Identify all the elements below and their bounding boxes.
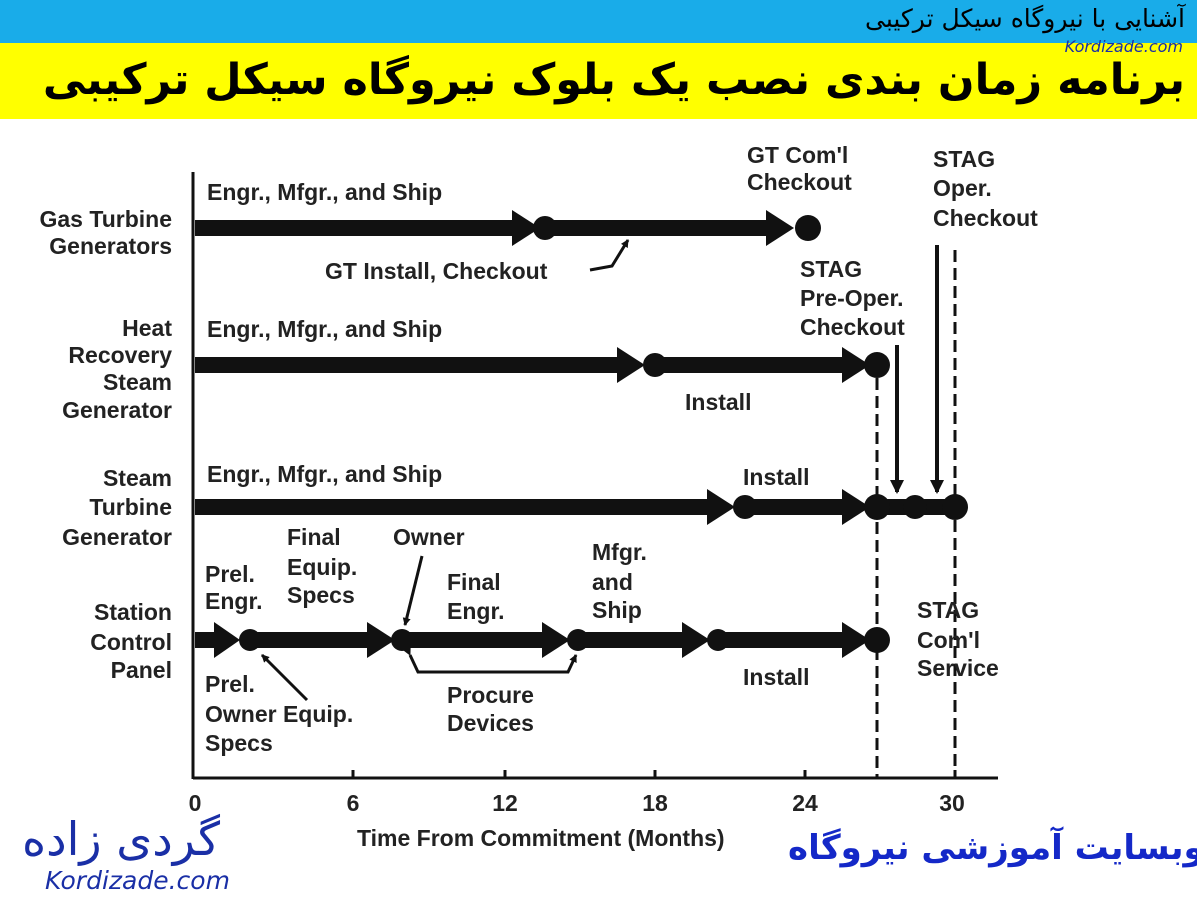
- svg-text:Recovery: Recovery: [68, 342, 172, 368]
- svg-text:Final: Final: [287, 524, 341, 550]
- svg-text:Steam: Steam: [103, 369, 172, 395]
- top-bar: آشنایی با نیروگاه سیکل ترکیبی: [0, 0, 1197, 43]
- svg-text:GT Install, Checkout: GT Install, Checkout: [325, 258, 548, 284]
- scp-bars: [195, 622, 890, 658]
- svg-text:Checkout: Checkout: [800, 314, 905, 340]
- svg-text:Engr., Mfgr., and Ship: Engr., Mfgr., and Ship: [207, 179, 442, 205]
- svg-text:Prel.: Prel.: [205, 671, 255, 697]
- logo-site: Kordizade.com: [45, 866, 230, 895]
- svg-text:0: 0: [189, 790, 202, 816]
- row-labels: Gas Turbine Generators Heat Recovery Ste…: [40, 206, 173, 683]
- svg-text:Checkout: Checkout: [747, 169, 852, 195]
- svg-text:Procure: Procure: [447, 682, 534, 708]
- svg-text:STAG: STAG: [917, 597, 979, 623]
- svg-text:12: 12: [492, 790, 518, 816]
- svg-text:Specs: Specs: [205, 730, 273, 756]
- svg-text:Generator: Generator: [62, 524, 172, 550]
- svg-text:Gas Turbine: Gas Turbine: [40, 206, 173, 232]
- svg-text:Station: Station: [94, 599, 172, 625]
- svg-text:Engr.: Engr.: [205, 588, 263, 614]
- svg-text:Owner Equip.: Owner Equip.: [205, 701, 353, 727]
- svg-text:6: 6: [347, 790, 360, 816]
- svg-text:Install: Install: [685, 389, 751, 415]
- svg-text:18: 18: [642, 790, 668, 816]
- svg-text:STAG: STAG: [800, 256, 862, 282]
- svg-text:Turbine: Turbine: [89, 494, 172, 520]
- svg-text:Engr.: Engr.: [447, 598, 505, 624]
- svg-text:GT Com'l: GT Com'l: [747, 142, 848, 168]
- title-bar: Kordizade.com برنامه زمان بندی نصب یک بل…: [0, 37, 1197, 119]
- svg-text:Prel.: Prel.: [205, 561, 255, 587]
- page-title: برنامه زمان بندی نصب یک بلوک نیروگاه سیک…: [42, 55, 1185, 105]
- x-tick-labels: 0 6 12 18 24 30: [189, 790, 965, 816]
- svg-text:and: and: [592, 569, 633, 595]
- svg-text:STAG: STAG: [933, 146, 995, 172]
- svg-text:Ship: Ship: [592, 597, 642, 623]
- svg-text:Pre-Oper.: Pre-Oper.: [800, 285, 904, 311]
- svg-text:Install: Install: [743, 464, 809, 490]
- hrsg-bars: [195, 347, 890, 383]
- svg-text:Mfgr.: Mfgr.: [592, 539, 647, 565]
- svg-text:24: 24: [792, 790, 818, 816]
- site-url: Kordizade.com: [1064, 37, 1183, 56]
- svg-text:Steam: Steam: [103, 465, 172, 491]
- svg-text:Control: Control: [90, 629, 172, 655]
- svg-text:Engr., Mfgr., and Ship: Engr., Mfgr., and Ship: [207, 461, 442, 487]
- activity-labels: Engr., Mfgr., and Ship Engr., Mfgr., and…: [205, 142, 1038, 756]
- svg-text:Oper.: Oper.: [933, 175, 992, 201]
- svg-text:Generator: Generator: [62, 397, 172, 423]
- prel-owner-leader: [260, 653, 309, 702]
- top-title: آشنایی با نیروگاه سیکل ترکیبی: [864, 4, 1185, 33]
- svg-text:Equip.: Equip.: [287, 554, 357, 580]
- x-axis-title: Time From Commitment (Months): [357, 825, 725, 851]
- owner-leader: [402, 555, 424, 626]
- gt-install-leader: [589, 239, 630, 272]
- svg-text:Com'l: Com'l: [917, 627, 980, 653]
- svg-text:Specs: Specs: [287, 582, 355, 608]
- svg-text:Install: Install: [743, 664, 809, 690]
- svg-text:Panel: Panel: [111, 657, 172, 683]
- gt-bars: [195, 210, 821, 246]
- svg-text:Generators: Generators: [49, 233, 172, 259]
- svg-text:Service: Service: [917, 655, 999, 681]
- procure-bracket: [403, 646, 578, 674]
- svg-text:Heat: Heat: [122, 315, 172, 341]
- stg-bars: [195, 489, 968, 525]
- brand-text: وبسایت آموزشی نیروگاه: [788, 828, 1197, 868]
- svg-text:Devices: Devices: [447, 710, 534, 736]
- svg-text:Owner: Owner: [393, 524, 465, 550]
- svg-text:Engr., Mfgr., and Ship: Engr., Mfgr., and Ship: [207, 316, 442, 342]
- svg-text:Checkout: Checkout: [933, 205, 1038, 231]
- logo: گردی زاده: [22, 812, 220, 866]
- svg-text:30: 30: [939, 790, 965, 816]
- svg-text:Final: Final: [447, 569, 501, 595]
